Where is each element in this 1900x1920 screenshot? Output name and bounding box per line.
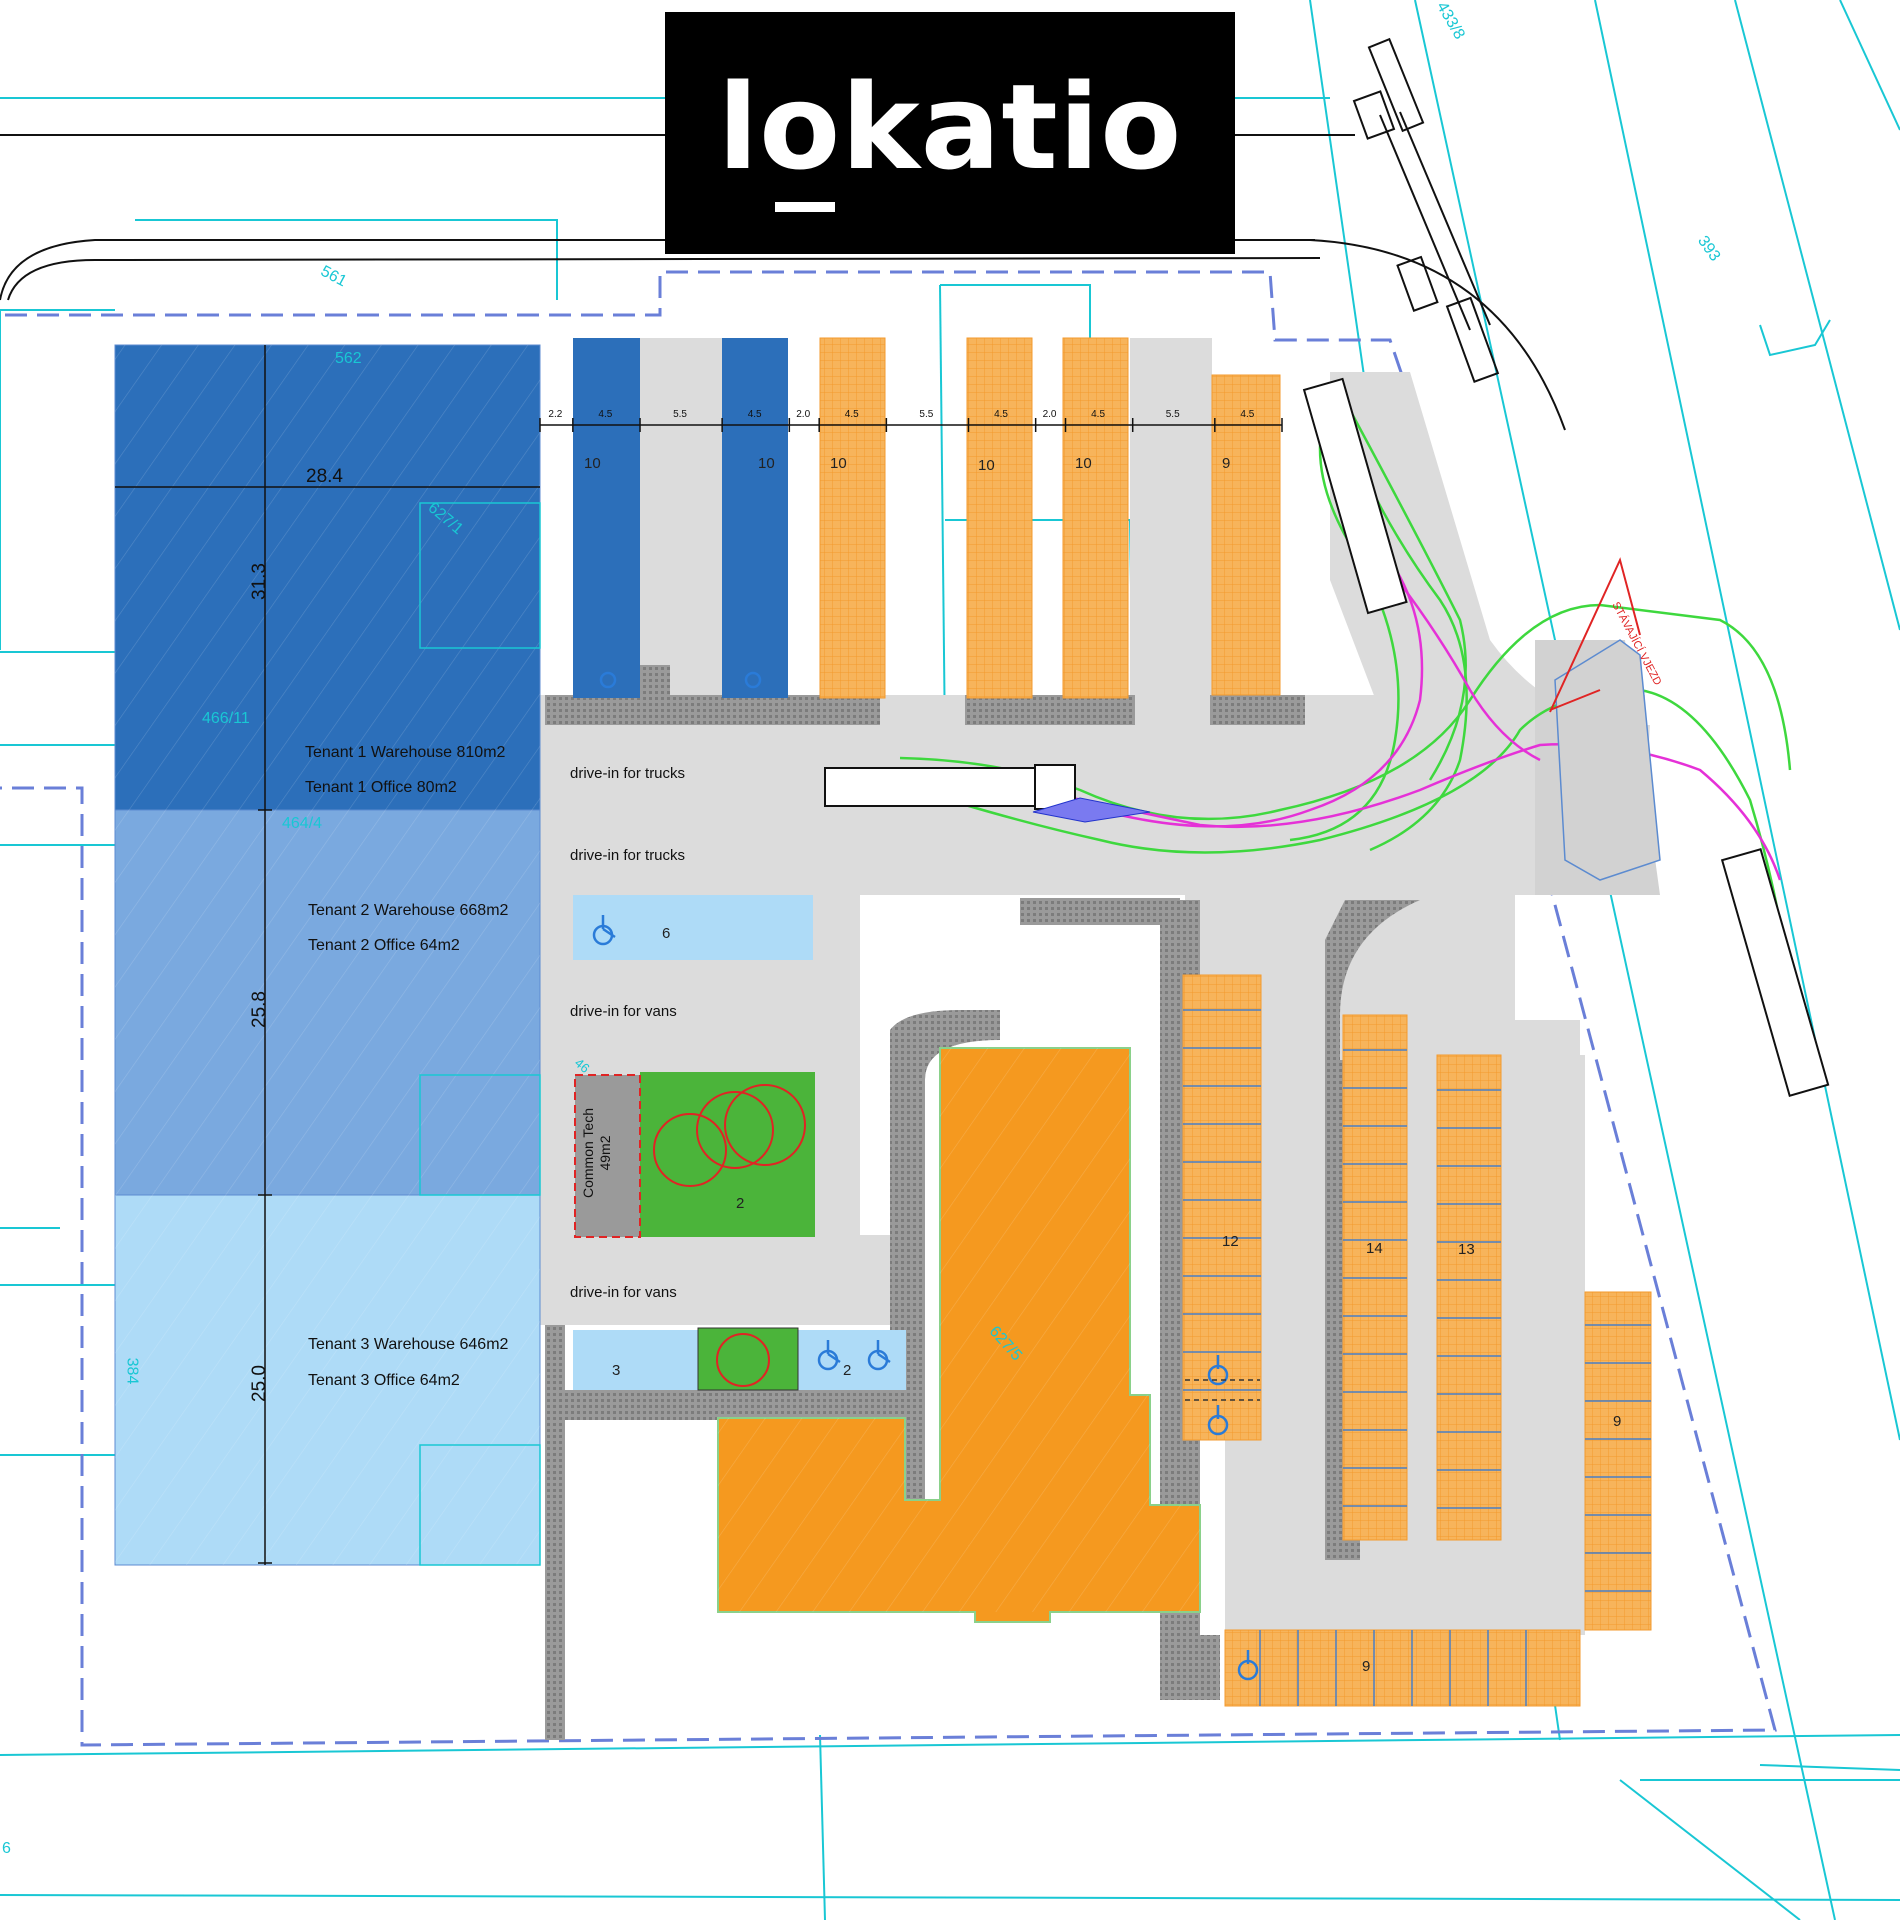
parcel-label-6: 6 bbox=[2, 1840, 11, 1857]
logo-underline bbox=[775, 202, 835, 212]
parcel-label-466-11: 466/11 bbox=[202, 710, 250, 727]
lane-dimension-label: 2.2 bbox=[548, 409, 563, 420]
truck-vehicles bbox=[824, 377, 1830, 1097]
parking-count-top-5: 10 bbox=[1075, 455, 1092, 472]
tenant2-warehouse-label: Tenant 2 Warehouse 668m2 bbox=[308, 902, 509, 919]
parking-count-top-3: 10 bbox=[830, 455, 847, 472]
building2-depth-label: 25.8 bbox=[249, 991, 270, 1028]
tenant2-office-label: Tenant 2 Office 64m2 bbox=[308, 937, 460, 954]
loading-marker bbox=[1032, 797, 1151, 823]
parking-count-bottom-accessible: 2 bbox=[843, 1362, 852, 1379]
parking-rows-orange bbox=[819, 337, 1652, 1707]
lane-dimension-label: 4.5 bbox=[1091, 409, 1106, 420]
tenant3-warehouse-label: Tenant 3 Warehouse 646m2 bbox=[308, 1336, 509, 1353]
lane-dimension-label: 4.5 bbox=[747, 409, 762, 420]
site-boundary bbox=[0, 270, 1777, 1747]
parking-rows-blue bbox=[573, 338, 906, 1390]
parking-count-van-row: 6 bbox=[662, 925, 671, 942]
accessible-icons bbox=[592, 671, 1259, 1681]
truck-drive-label-1: drive-in for trucks bbox=[570, 765, 686, 782]
common-tech-block bbox=[574, 1074, 641, 1238]
lane-dimension-label: 4.5 bbox=[844, 409, 859, 420]
parking-count-far-right: 9 bbox=[1613, 1413, 1622, 1430]
lokatio-logo: lokatio bbox=[665, 12, 1235, 254]
parking-count-row-a: 12 bbox=[1222, 1233, 1239, 1250]
lane-dimension-label: 4.5 bbox=[994, 409, 1008, 420]
parking-count-bottom: 9 bbox=[1362, 1658, 1371, 1675]
parking-count-top-6: 9 bbox=[1222, 455, 1231, 472]
tenant-buildings bbox=[114, 344, 541, 1566]
parcel-label-562: 562 bbox=[335, 350, 362, 367]
lane-dimension-label: 4.5 bbox=[598, 409, 613, 420]
parking-count-row-c: 13 bbox=[1458, 1241, 1475, 1258]
lane-dimension-label: 4.5 bbox=[1240, 409, 1255, 420]
building1-depth-label: 31.3 bbox=[249, 563, 270, 600]
green-areas bbox=[640, 1072, 815, 1391]
lane-dimension-label: 5.5 bbox=[1165, 409, 1180, 420]
logo-text: lokatio bbox=[717, 58, 1183, 196]
common-tech-name: Common Tech bbox=[580, 1108, 596, 1199]
parking-count-top-1: 10 bbox=[584, 455, 601, 472]
van-drive-label-2: drive-in for vans bbox=[570, 1284, 677, 1301]
building-width-label: 28.4 bbox=[306, 466, 343, 487]
lane-dimension-label: 2.0 bbox=[796, 409, 811, 420]
building3-depth-label: 25.0 bbox=[249, 1365, 270, 1402]
entrance bbox=[1549, 557, 1661, 881]
lane-dimension-label: 2.0 bbox=[1042, 409, 1057, 420]
tenant3-office-label: Tenant 3 Office 64m2 bbox=[308, 1372, 460, 1389]
common-tech-label: Common Tech 49m2 bbox=[580, 1088, 614, 1218]
van-drive-label-1: drive-in for vans bbox=[570, 1003, 677, 1020]
parcel-label-384: 384 bbox=[123, 1357, 141, 1385]
truck-drive-label-2: drive-in for trucks bbox=[570, 847, 686, 864]
parking-count-bottom-left: 3 bbox=[612, 1362, 621, 1379]
lane-dimension-line bbox=[539, 418, 1283, 432]
parcel-label-464-4: 464/4 bbox=[282, 815, 323, 832]
parking-count-top-2: 10 bbox=[758, 455, 775, 472]
parking-count-green: 2 bbox=[736, 1195, 745, 1212]
tenant1-warehouse-label: Tenant 1 Warehouse 810m2 bbox=[305, 744, 506, 761]
lane-dimension-label: 5.5 bbox=[919, 409, 934, 420]
tenant1-office-label: Tenant 1 Office 80m2 bbox=[305, 779, 457, 796]
common-tech-area: 49m2 bbox=[597, 1135, 613, 1171]
parking-count-top-4: 10 bbox=[978, 457, 995, 474]
road-lines bbox=[0, 37, 1566, 431]
parking-count-row-b: 14 bbox=[1366, 1240, 1383, 1257]
lane-dimension-label: 5.5 bbox=[673, 409, 687, 420]
